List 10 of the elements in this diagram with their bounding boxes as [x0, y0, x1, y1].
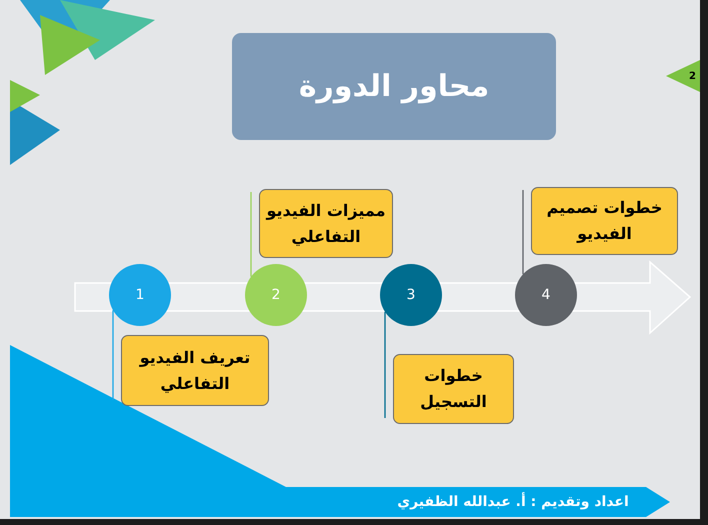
topic-box: تعريف الفيديو التفاعلي: [121, 335, 269, 406]
leader-line: [250, 192, 252, 277]
title-box: محاور الدورة: [232, 33, 556, 140]
topic-box: خطوات التسجيل: [393, 354, 514, 424]
topic-box: خطوات تصميم الفيديو: [531, 187, 678, 255]
topic-box: مميزات الفيديو التفاعلي: [259, 189, 393, 258]
footer-band: اعداد وتقديم : أ. عبدالله الظفيري: [286, 487, 670, 517]
leader-line: [522, 190, 524, 274]
slide-number: 2: [666, 60, 700, 92]
leader-line: [384, 312, 386, 418]
